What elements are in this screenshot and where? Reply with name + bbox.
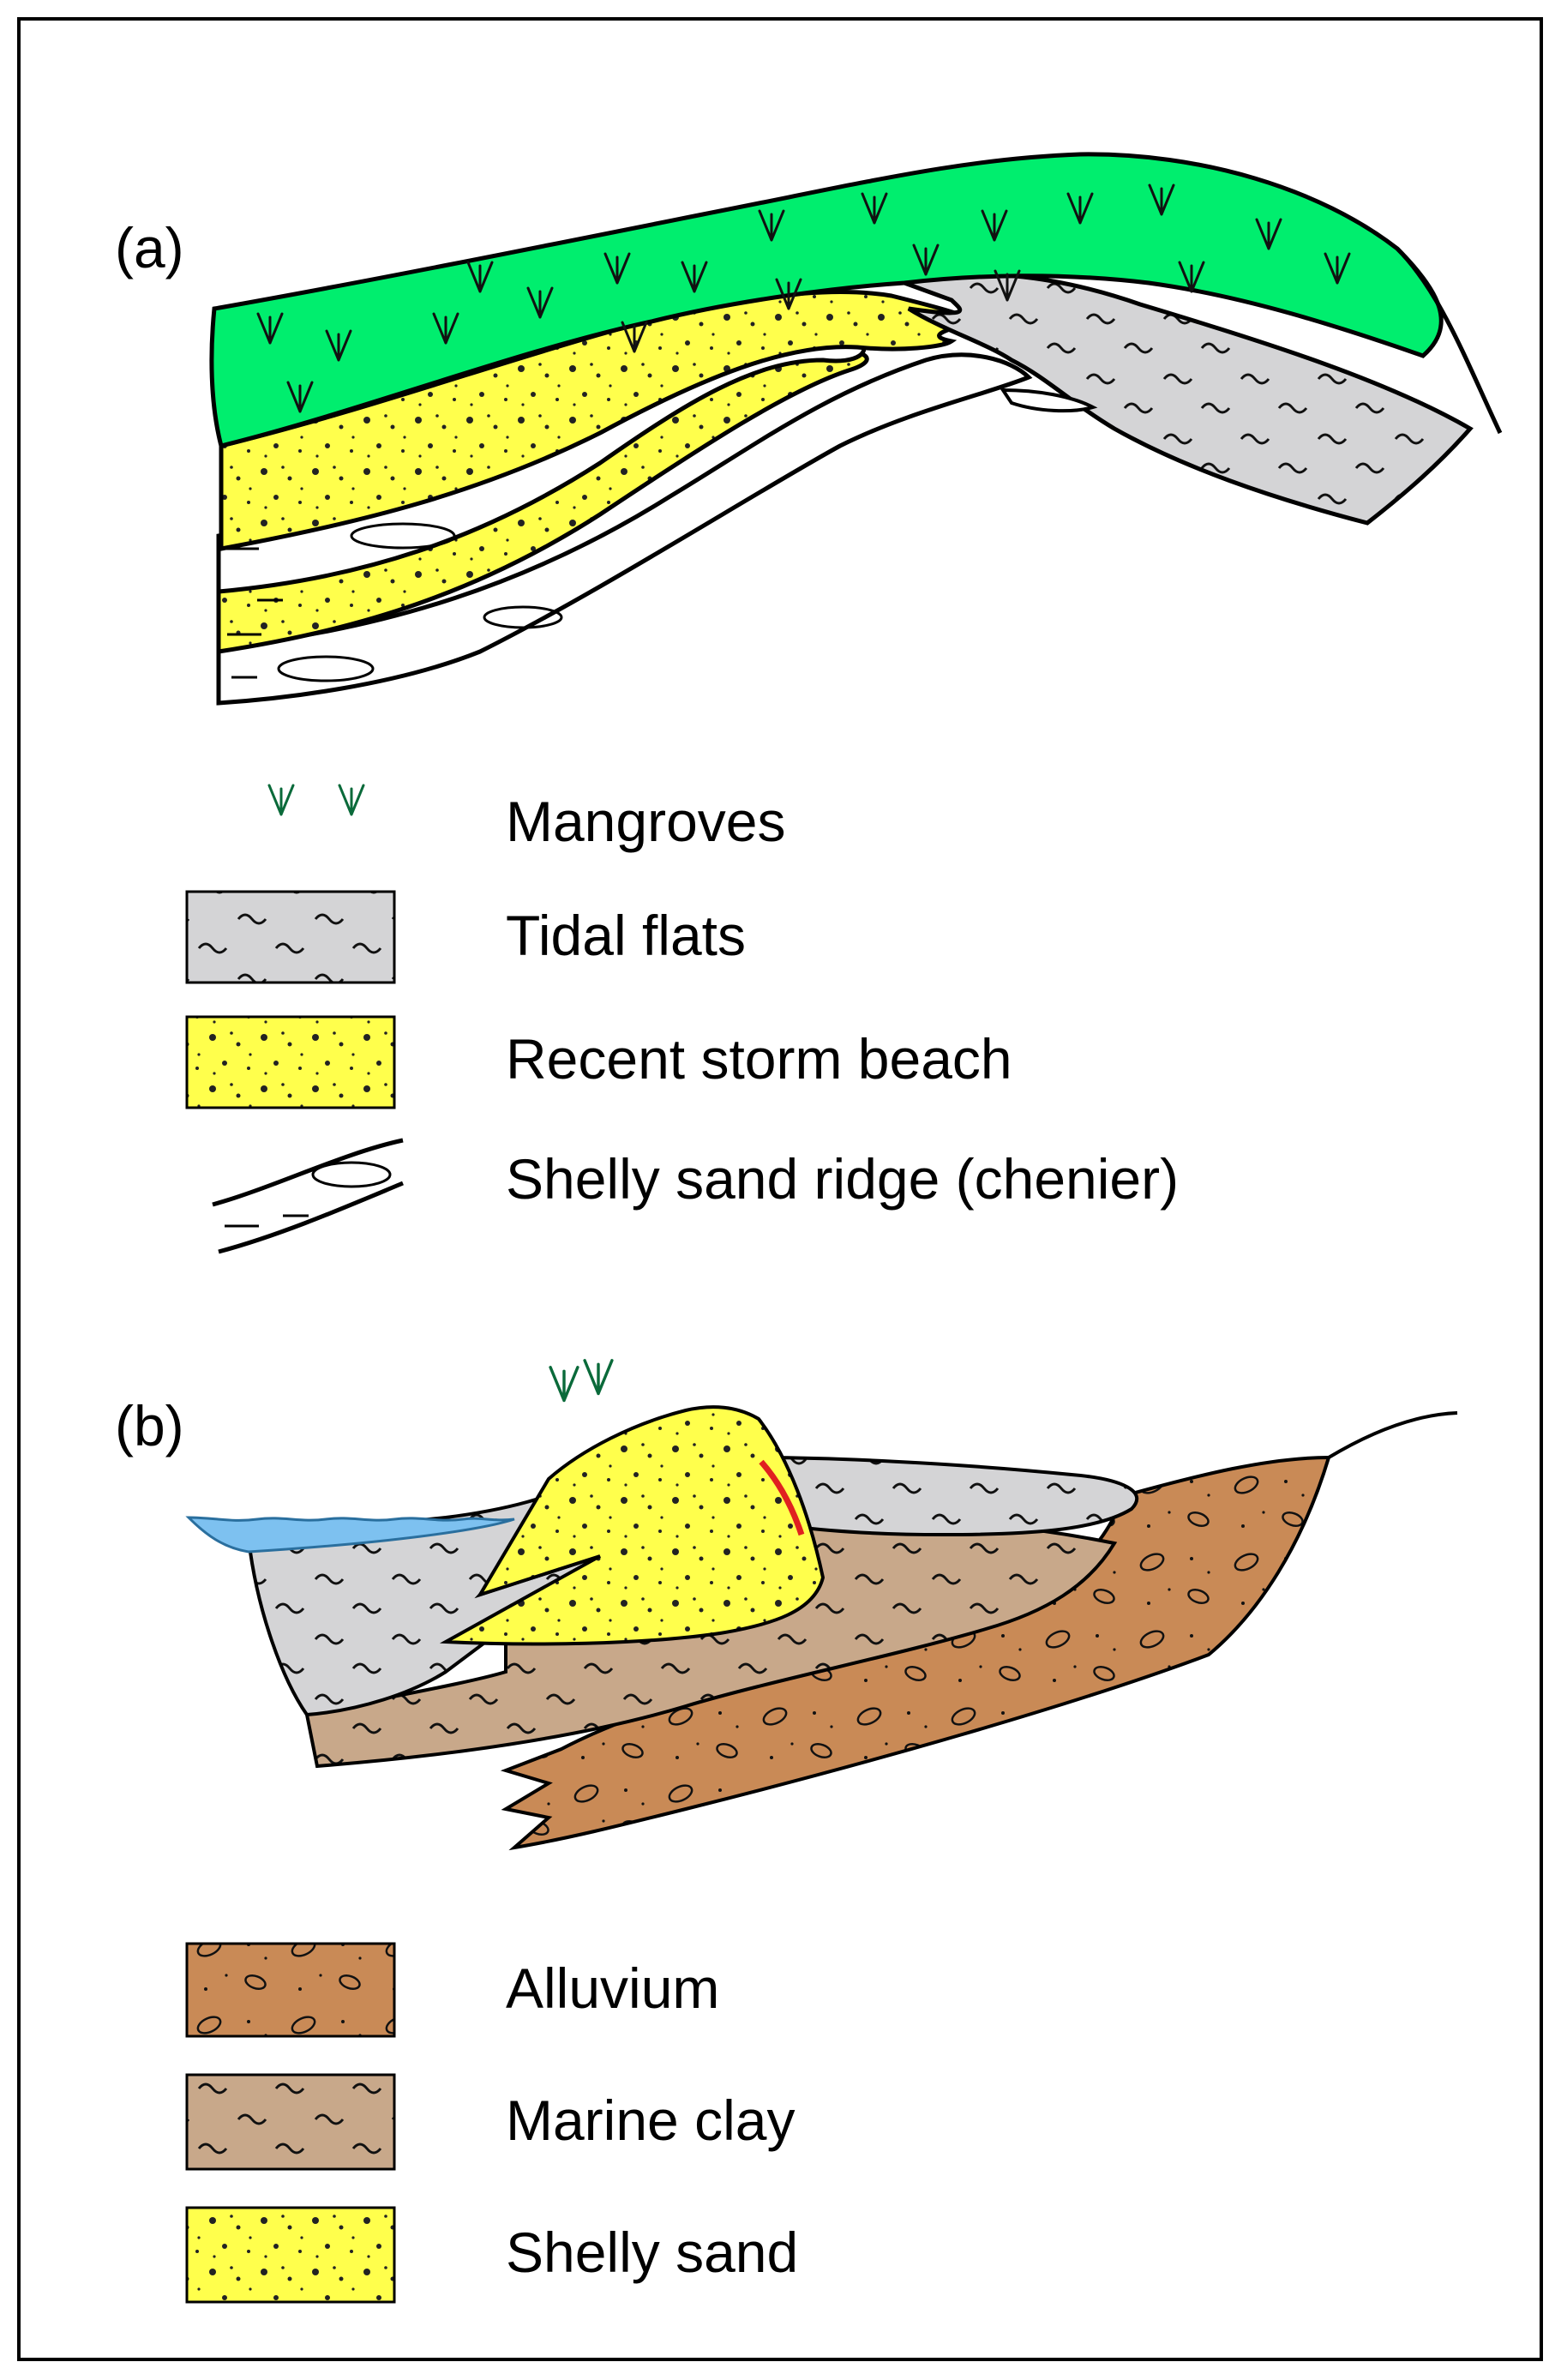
legend-tidal-flats-swatch xyxy=(185,890,396,984)
legend-label-shelly-sand: Shelly sand xyxy=(506,2221,799,2284)
legend-label-tidal-flats: Tidal flats xyxy=(506,904,746,967)
legend-alluvium-swatch xyxy=(185,1942,396,2038)
mangrove-layer xyxy=(209,152,1444,449)
legend-label-mangroves: Mangroves xyxy=(506,790,786,853)
red-mark xyxy=(759,1459,805,1536)
chenier-lower xyxy=(216,352,1033,706)
legend-label-storm-beach: Recent storm beach xyxy=(506,1027,1012,1091)
panel-b-cross-section xyxy=(185,1359,1458,1851)
mangrove-symbols-b xyxy=(549,1359,614,1403)
legend-label-alluvium: Alluvium xyxy=(506,1956,720,2020)
water xyxy=(185,1516,515,1554)
tidal-flats-b-upper xyxy=(751,1455,1138,1537)
legend-shelly-sand-swatch xyxy=(185,2206,396,2304)
legend-label-marine-clay: Marine clay xyxy=(506,2089,796,2152)
chenier-lens xyxy=(1000,388,1098,413)
legend-b-swatches xyxy=(185,1942,396,2304)
tidal-flats-a xyxy=(897,272,1474,526)
legend-marine-clay-swatch xyxy=(185,2073,396,2171)
panel-label-b: (b) xyxy=(115,1394,184,1457)
legend-label-chenier: Shelly sand ridge (chenier) xyxy=(506,1147,1180,1211)
panel-a-cross-section xyxy=(209,152,1503,706)
legend-mangroves-swatch xyxy=(267,784,365,816)
legend-a-swatches xyxy=(185,784,404,1254)
shelly-sand-body xyxy=(439,1405,826,1646)
legend-chenier-swatch xyxy=(212,1138,404,1254)
panel-label-a: (a) xyxy=(115,216,184,279)
legend-storm-beach-swatch xyxy=(185,1015,396,1109)
figure-frame xyxy=(17,17,1543,2361)
